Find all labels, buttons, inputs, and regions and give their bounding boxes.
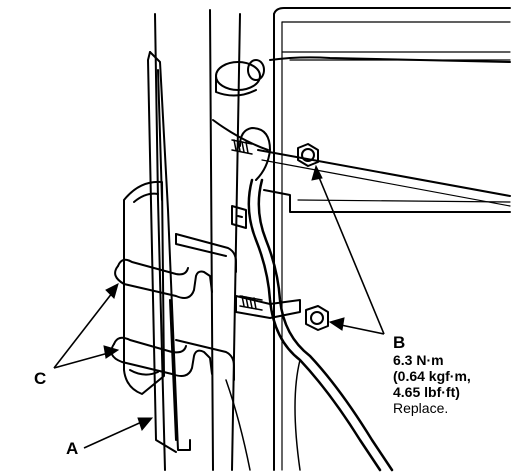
- torque-spec: 6.3 N·m (0.64 kgf·m, 4.65 lbf·ft) Replac…: [393, 352, 471, 416]
- mid-bracket: [231, 205, 301, 319]
- label-b: B: [393, 333, 406, 352]
- nut-upper: [297, 143, 319, 167]
- nut-lower: [305, 305, 329, 331]
- torque-kgf: (0.64 kgf·m,: [393, 368, 471, 384]
- stud-upper: [231, 139, 253, 155]
- clip-c-upper: [114, 233, 237, 299]
- stud-lower: [239, 295, 263, 311]
- label-c: C: [34, 369, 47, 388]
- cover-box: [123, 180, 165, 395]
- torque-lbf: 4.65 lbf·ft): [393, 384, 460, 400]
- clip-c-lower: [110, 336, 235, 381]
- leader-c-lower: [53, 345, 120, 369]
- door-frame: [257, 7, 511, 471]
- label-a: A: [66, 439, 79, 458]
- wire-harness: [225, 127, 394, 472]
- leader-b-lower: [328, 317, 385, 335]
- leader-b-upper: [311, 164, 385, 335]
- leader-c-upper: [53, 283, 119, 369]
- bracket-a: [147, 51, 191, 453]
- leader-a: [83, 417, 154, 449]
- replace-note: Replace.: [393, 400, 449, 416]
- connector-top: [215, 59, 265, 97]
- torque-value: 6.3 N·m: [393, 352, 444, 368]
